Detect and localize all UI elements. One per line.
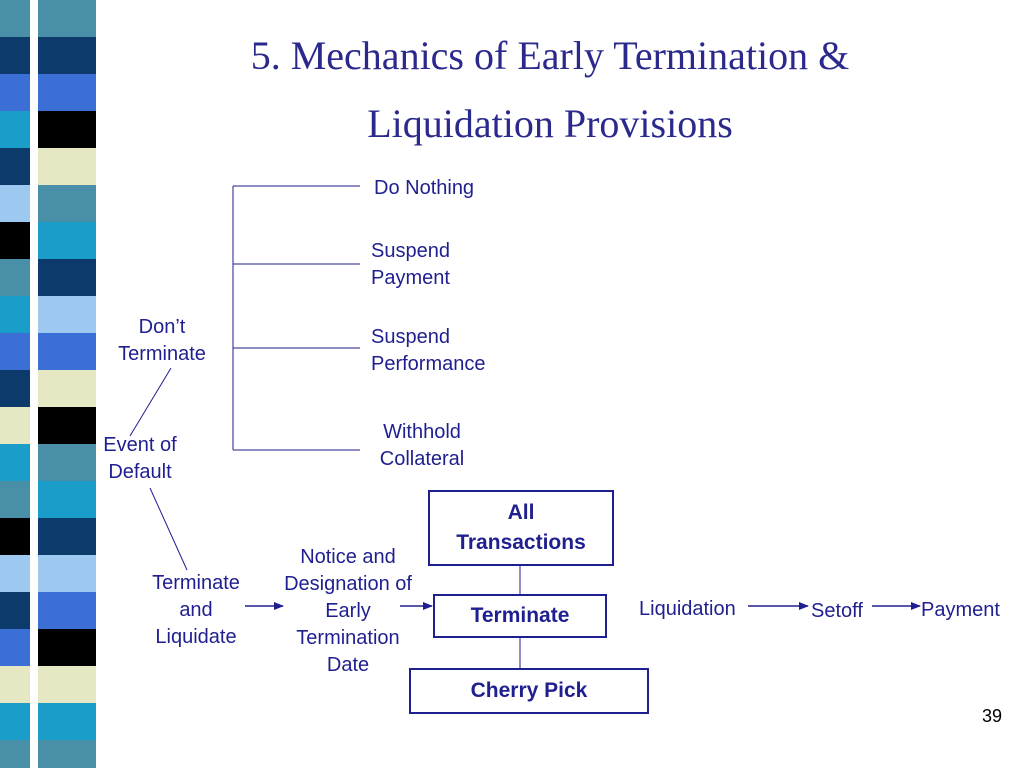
stripe-block — [38, 555, 96, 592]
stripe-block — [38, 592, 96, 629]
stripe-block — [38, 333, 96, 370]
stripe-block — [0, 555, 30, 592]
stripe-block — [0, 333, 30, 370]
stripe-block — [38, 666, 96, 703]
stripe-block — [38, 740, 96, 768]
line-default-to-terminate-liquidate — [149, 487, 188, 571]
stripe-block — [0, 407, 30, 444]
option-do-nothing-label: Do Nothing — [374, 177, 475, 199]
slide-title-line: 5. Mechanics of Early Termination & — [250, 33, 850, 78]
stripe-block — [0, 666, 30, 703]
cherry-pick-box: Cherry Pick — [409, 668, 649, 714]
terminate-and-liquidate-label: Terminate and Liquidate — [152, 572, 240, 648]
stripe-block — [0, 444, 30, 481]
stripe-block — [0, 0, 30, 37]
slide-title-line: Liquidation Provisions — [367, 101, 733, 146]
liquidation-label: Liquidation — [639, 598, 736, 620]
stripe-block — [0, 592, 30, 629]
dont-terminate-label: Don’t Terminate — [118, 316, 206, 365]
stripe-block — [38, 444, 96, 481]
stripe-block — [38, 74, 96, 111]
stripe-block — [38, 0, 96, 37]
stripe-block — [0, 629, 30, 666]
terminate-box: Terminate — [433, 594, 607, 638]
stripe-block — [38, 703, 96, 740]
stripe-block — [38, 629, 96, 666]
stripe-block — [38, 111, 96, 148]
stripe-block — [0, 518, 30, 555]
event-of-default-label: Event of Default — [103, 434, 177, 483]
stripe-block — [38, 37, 96, 74]
option-withhold-collateral-label: Withhold Collateral — [379, 421, 465, 470]
setoff-label: Setoff — [811, 600, 863, 622]
all-transactions-box: All Transactions — [428, 490, 614, 566]
stripe-block — [0, 370, 30, 407]
stripe-block — [0, 740, 30, 768]
stripe-block — [38, 370, 96, 407]
stripe-block — [0, 37, 30, 74]
payment-label: Payment — [921, 599, 1000, 621]
notice-designation-label: Notice and Designation of Early Terminat… — [284, 546, 412, 676]
stripe-block — [0, 296, 30, 333]
stripe-block — [0, 481, 30, 518]
decorative-stripe-bar — [0, 0, 96, 768]
stripe-block — [38, 481, 96, 518]
stripe-block — [0, 148, 30, 185]
line-default-to-dont-terminate — [129, 367, 172, 437]
stripe-block — [38, 185, 96, 222]
option-suspend-payment-label: Suspend Payment — [371, 240, 450, 289]
page-number: 39 — [981, 706, 1002, 726]
stripe-block — [0, 259, 30, 296]
stripe-block — [0, 703, 30, 740]
slide-title: 5. Mechanics of Early Termination & Liqu… — [120, 22, 980, 158]
stripe-block — [0, 222, 30, 259]
stripe-block — [38, 259, 96, 296]
stripe-block — [38, 518, 96, 555]
option-suspend-performance-label: Suspend Performance — [371, 326, 486, 375]
stripe-block — [38, 148, 96, 185]
stripe-block — [0, 111, 30, 148]
stripe-block — [0, 185, 30, 222]
stripe-block — [38, 407, 96, 444]
stripe-block — [38, 222, 96, 259]
stripe-block — [0, 74, 30, 111]
stripe-block — [38, 296, 96, 333]
